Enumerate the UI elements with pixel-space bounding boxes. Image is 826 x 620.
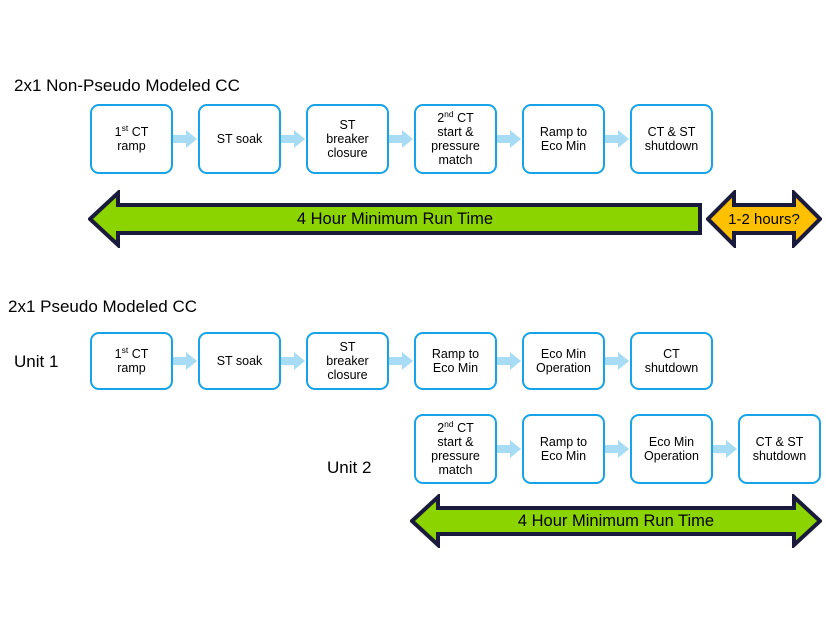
duration-arrow-1-2-hours: 1-2 hours?	[706, 190, 822, 248]
superscript-ordinal: st	[121, 344, 129, 355]
process-box-label: 1st CT ramp	[114, 122, 149, 153]
right-arrow-icon	[605, 438, 630, 460]
duration-arrow-4-hour-minimum-run-time-top: 4 Hour Minimum Run Time	[88, 190, 702, 248]
right-arrow-icon	[497, 438, 522, 460]
process-box-st-soak[interactable]: ST soak	[198, 104, 281, 174]
unit-label-unit-2: Unit 2	[327, 458, 372, 477]
duration-arrow-4-hour-minimum-run-time-bottom: 4 Hour Minimum Run Time	[410, 494, 822, 548]
process-box-st-soak[interactable]: ST soak	[198, 332, 281, 390]
right-arrow-icon	[713, 438, 738, 460]
superscript-ordinal: nd	[444, 108, 454, 119]
unit-label-unit-1: Unit 1	[14, 352, 59, 371]
section-title-non-pseudo: 2x1 Non-Pseudo Modeled CC	[14, 76, 240, 95]
process-box-1st-ct-ramp[interactable]: 1st CT ramp	[90, 332, 173, 390]
section-title-pseudo: 2x1 Pseudo Modeled CC	[8, 297, 198, 316]
right-arrow-icon	[605, 128, 630, 150]
process-box-label: ST soak	[216, 354, 263, 368]
process-box-label: 1st CT ramp	[114, 344, 149, 375]
right-arrow-icon	[389, 128, 414, 150]
right-arrow-icon	[605, 350, 630, 372]
right-arrow-icon	[281, 350, 306, 372]
right-arrow-icon	[281, 128, 306, 150]
right-arrow-icon	[389, 350, 414, 372]
superscript-ordinal: st	[121, 122, 129, 133]
right-arrow-icon	[497, 128, 522, 150]
process-box-1st-ct-ramp[interactable]: 1st CT ramp	[90, 104, 173, 174]
superscript-ordinal: nd	[444, 418, 454, 429]
right-arrow-icon	[173, 128, 198, 150]
process-box-label: ST soak	[216, 132, 263, 146]
right-arrow-icon	[497, 350, 522, 372]
right-arrow-icon	[173, 350, 198, 372]
